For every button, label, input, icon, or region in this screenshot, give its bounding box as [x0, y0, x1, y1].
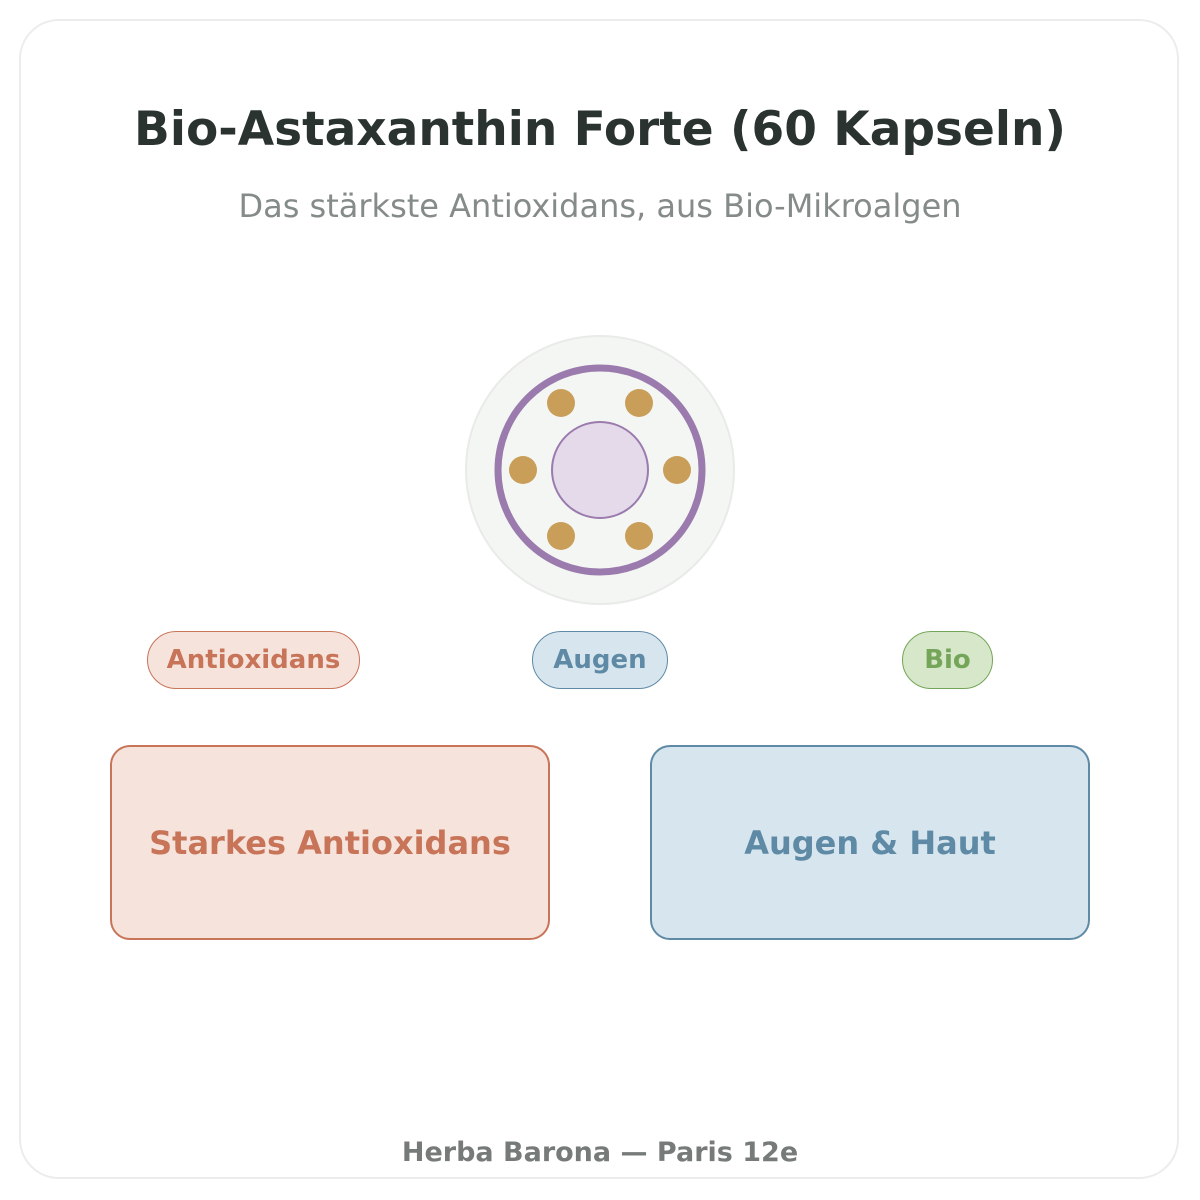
emblem-dot — [663, 456, 691, 484]
capsule-emblem-icon — [465, 335, 735, 605]
feature-box-eyes-skin: Augen & Haut — [650, 745, 1090, 940]
product-subtitle: Das stärkste Antioxidans, aus Bio-Mikroa… — [238, 187, 962, 225]
tag-bio: Bio — [902, 631, 993, 689]
footer-brand: Herba Barona — Paris 12e — [401, 1137, 799, 1168]
emblem-ring — [494, 364, 706, 576]
tag-antioxidans: Antioxidans — [147, 631, 360, 689]
tag-augen: Augen — [532, 631, 668, 689]
emblem-center — [551, 421, 649, 519]
emblem-dot — [547, 522, 575, 550]
emblem-dot — [625, 389, 653, 417]
emblem-dot — [547, 389, 575, 417]
emblem-dot — [509, 456, 537, 484]
emblem-dot — [625, 522, 653, 550]
product-title: Bio-Astaxanthin Forte (60 Kapseln) — [134, 102, 1066, 157]
feature-box-antioxidant: Starkes Antioxidans — [110, 745, 550, 940]
